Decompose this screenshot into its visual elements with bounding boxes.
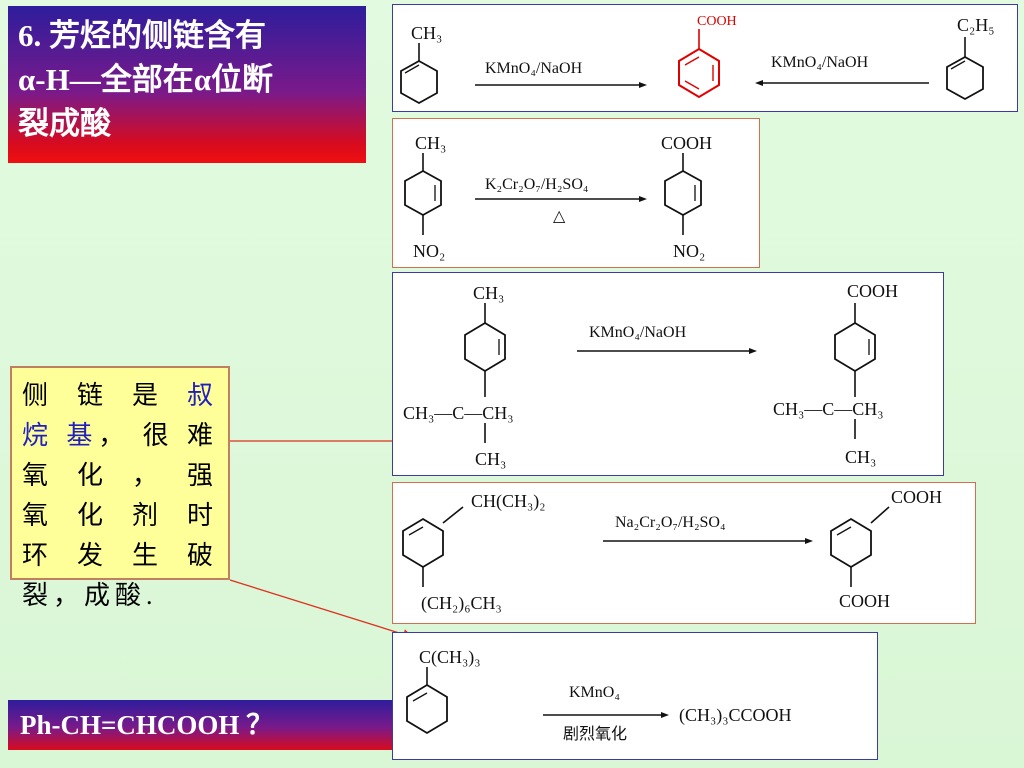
reaction-3-svg: CH₃ CH₃—C—CH₃ CH₃ KMnO₄/NaOH COOH CH₃—C—… [403, 281, 898, 469]
r2-product-bottom: NO₂ [673, 241, 705, 261]
r1-left-reagent: KMnO₄/NaOH [485, 60, 583, 77]
r4-bottom-group: (CH₂)₆CH₃ [421, 593, 502, 614]
reaction-2-panel: CH₃ NO₂ K₂Cr₂O₇/H₂SO₄ △ COOH NO₂ [392, 118, 760, 268]
reaction-1-svg: CH₃ KMnO₄/NaOH COOH KMnO₄/NaOH C₂H₅ [400, 14, 995, 105]
r1-product-group: COOH [697, 14, 737, 29]
r2-condition: △ [553, 208, 566, 225]
r2-reagent: K₂Cr₂O₇/H₂SO₄ [485, 176, 589, 193]
r3-product-bottom: CH₃ [845, 447, 876, 467]
r3-tert-bottom: CH₃ [475, 449, 506, 469]
title-line-1: 6. 芳烃的侧链含有 [18, 18, 266, 53]
arrow-to-reaction-5 [229, 579, 414, 640]
r5-ring [406, 683, 448, 735]
title-line-2: α-H—全部在α位断 [18, 62, 274, 97]
slide-title: 6. 芳烃的侧链含有 α-H—全部在α位断 裂成酸 [8, 6, 366, 163]
r4-top-group: CH(CH₃)₂ [471, 491, 546, 512]
r1-right-group: C₂H₅ [957, 15, 995, 35]
r2-bottom-group: NO₂ [413, 241, 445, 261]
r4-left-ring [402, 517, 444, 569]
title-line-3: 裂成酸 [18, 106, 111, 141]
r3-product-top: COOH [847, 281, 898, 301]
tertiary-alkyl-note: 侧 链 是 叔 烷 基， 很 难 氧 化 ， 强 氧 化 剂 时 环 发 生 破… [10, 366, 230, 610]
r3-reagent: KMnO₄/NaOH [589, 324, 687, 341]
r4-reagent: Na₂Cr₂O₇/H₂SO₄ [615, 514, 726, 531]
r4-product-top: COOH [891, 487, 942, 507]
r5-product: (CH₃)₃CCOOH [679, 705, 792, 726]
reaction-1-panel: CH₃ KMnO₄/NaOH COOH KMnO₄/NaOH C₂H₅ [392, 4, 1018, 112]
r1-product-ring [678, 47, 720, 99]
r4-right-ring [830, 517, 872, 569]
r1-left-ring [400, 59, 438, 105]
reaction-2-svg: CH₃ NO₂ K₂Cr₂O₇/H₂SO₄ △ COOH NO₂ [404, 133, 712, 261]
r3-product-tert: CH₃—C—CH₃ [773, 399, 884, 419]
r4-product-bottom: COOH [839, 591, 890, 611]
r5-top-group: C(CH₃)₃ [419, 647, 481, 668]
note-text-2: ， 很 难 氧 化 ， 强 氧 化 剂 时 环 发 生 破裂，成酸. [22, 421, 218, 610]
r2-top-group: CH₃ [415, 133, 446, 153]
reaction-4-svg: CH(CH₃)₂ (CH₂)₆CH₃ Na₂Cr₂O₇/H₂SO₄ COOH C… [402, 487, 942, 614]
r3-top-group: CH₃ [473, 283, 504, 303]
r1-right-ring [946, 55, 984, 101]
r2-product-top: COOH [661, 133, 712, 153]
reaction-5-svg: C(CH₃)₃ KMnO₄ 剧烈氧化 (CH₃)₃CCOOH [406, 647, 792, 743]
r1-left-group: CH₃ [411, 23, 442, 43]
r5-reagent-top: KMnO₄ [569, 684, 620, 701]
bottom-question-text: Ph-CH=CHCOOH ？ [20, 710, 274, 740]
note-highlight: 叔 烷 基 [22, 381, 218, 450]
reaction-3-panel: CH₃ CH₃—C—CH₃ CH₃ KMnO₄/NaOH COOH CH₃—C—… [392, 272, 944, 476]
r1-right-reagent: KMnO₄/NaOH [771, 54, 869, 71]
reaction-4-panel: CH(CH₃)₂ (CH₂)₆CH₃ Na₂Cr₂O₇/H₂SO₄ COOH C… [392, 482, 976, 624]
note-text-1: 侧 链 是 [22, 381, 187, 410]
bottom-question: Ph-CH=CHCOOH ？ [8, 700, 399, 750]
r3-tert-group: CH₃—C—CH₃ [403, 403, 514, 423]
reaction-5-panel: C(CH₃)₃ KMnO₄ 剧烈氧化 (CH₃)₃CCOOH [392, 632, 878, 760]
r5-reagent-bottom: 剧烈氧化 [563, 725, 627, 743]
